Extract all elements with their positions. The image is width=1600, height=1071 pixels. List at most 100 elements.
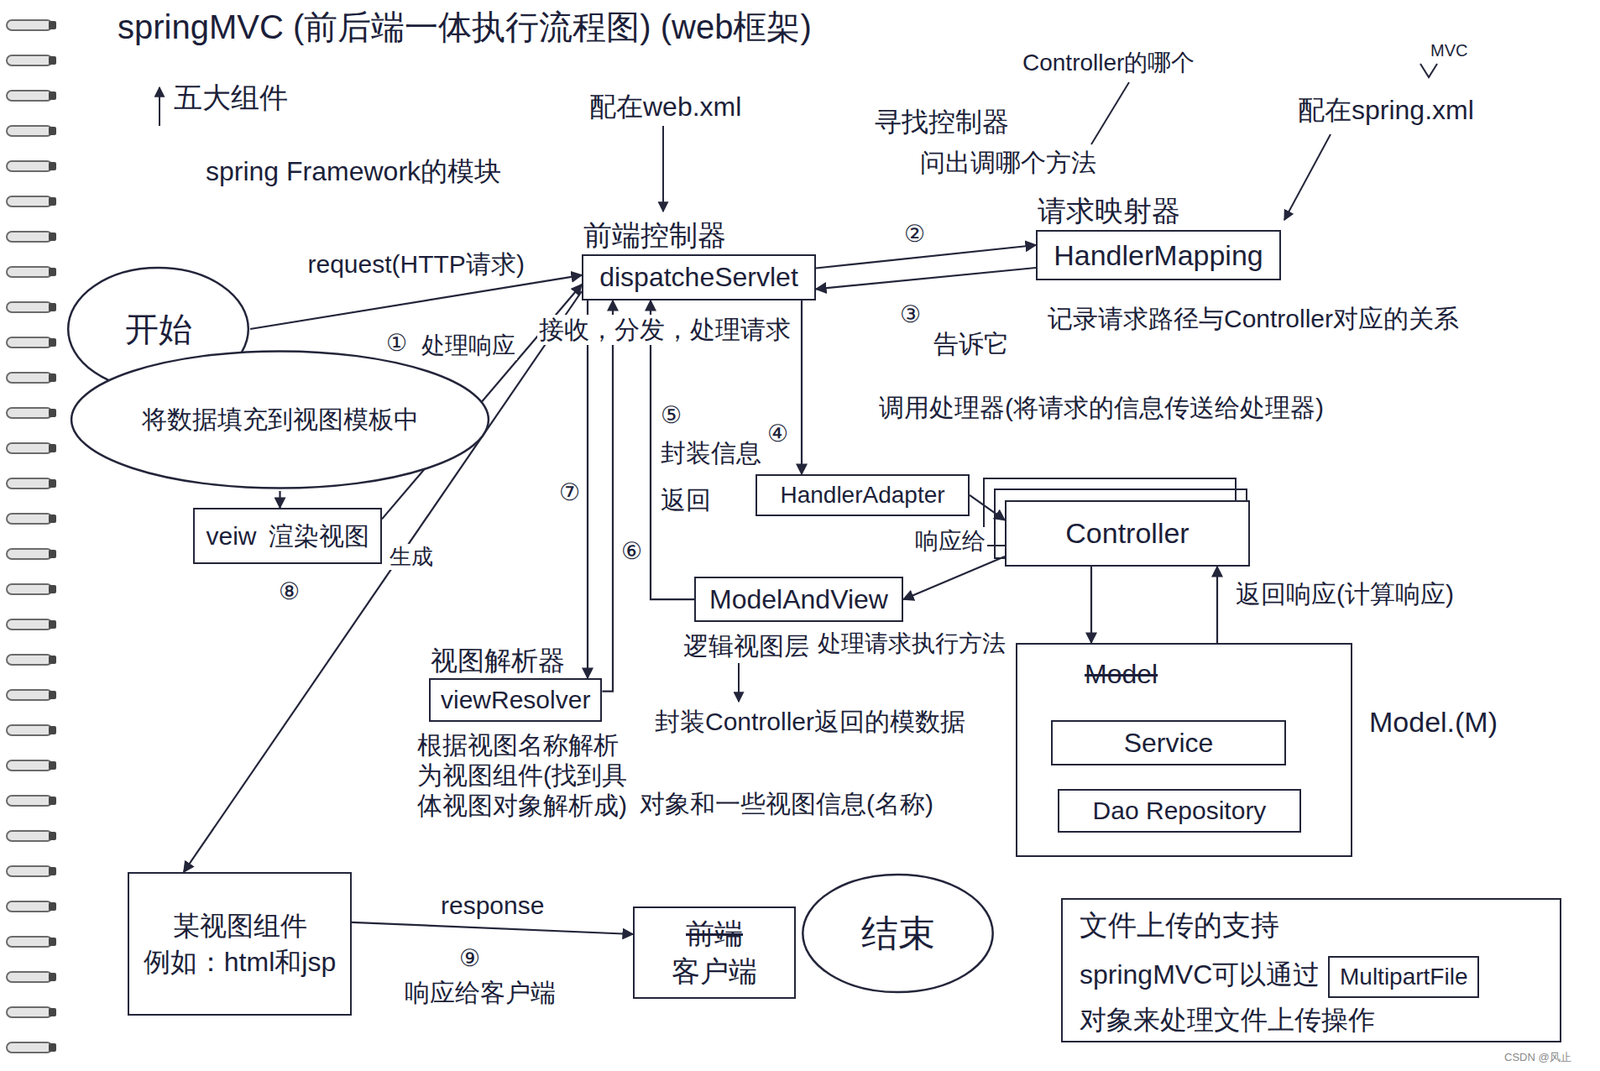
node-text: 例如：html和jsp <box>143 946 336 978</box>
node-heading: 视图解析器 <box>430 644 565 677</box>
note-label: 记录请求路径与Controller对应的关系 <box>1045 303 1461 335</box>
leader-line <box>1420 63 1438 78</box>
leader-arrow <box>737 663 740 702</box>
note-label: spring Framework的模块 <box>203 155 503 188</box>
node-text: Dao Repository <box>1092 795 1267 827</box>
fill-template-ellipse: 将数据填充到视图模板中 <box>67 348 493 492</box>
node-text: 客户端 <box>671 954 758 989</box>
node-text: 将数据填充到视图模板中 <box>141 404 419 435</box>
note-label: 封装Controller返回的模数据 <box>653 706 968 738</box>
node-text: MultipartFile <box>1339 962 1468 992</box>
flow-arrow <box>250 275 582 330</box>
note-label: 问出调哪个方法 <box>918 147 1099 178</box>
handler-mapping-box: 请求映射器HandlerMapping <box>1035 230 1282 281</box>
note-label: Model.(M) <box>1367 705 1500 740</box>
model-layer-box: ModelServiceDao Repository <box>1015 643 1353 858</box>
view-component-box: 某视图组件例如：html和jsp <box>127 872 352 1016</box>
note-label: 五大组件 <box>172 80 290 116</box>
node-text: HandlerMapping <box>1053 238 1264 273</box>
flow-arrow <box>800 300 803 475</box>
callout-number: ② <box>902 219 927 249</box>
note-label: 告诉它 <box>931 329 1011 360</box>
node-text: springMVC可以通过 <box>1079 958 1320 991</box>
note-label: 封装信息 <box>658 438 764 469</box>
flow-arrow <box>815 267 1036 289</box>
node-text: 文件上传的支持 <box>1079 908 1280 943</box>
node-text: 前端 <box>685 916 743 952</box>
note-label: 处理请求执行方法 <box>815 629 1008 659</box>
flow-arrow <box>969 495 1005 521</box>
controller-box: Controller <box>1004 500 1250 567</box>
node-heading: 请求映射器 <box>1037 193 1181 229</box>
edge-label: response <box>439 890 546 921</box>
file-upload-box: 文件上传的支持 springMVC可以通过对象来处理文件上传操作 Multipart… <box>1061 898 1562 1043</box>
callout-number: ⑤ <box>658 401 684 430</box>
ellipse-shape <box>802 874 993 993</box>
note-label: 调用处理器(将请求的信息传送给处理器) <box>877 392 1326 424</box>
client-box: 前端客户端 <box>632 906 796 999</box>
note-label: 生成 <box>387 543 435 570</box>
ellipse-shape <box>71 350 489 488</box>
callout-number: ⑨ <box>457 944 482 973</box>
flow-arrow <box>351 922 633 935</box>
view-resolver-box: 视图解析器viewResolver <box>428 678 602 722</box>
flow-arrow <box>1090 566 1093 644</box>
flow-arrow <box>601 300 613 692</box>
view-box: veiw 渲染视图 <box>193 507 382 565</box>
note-label: 寻找控制器 <box>873 105 1011 138</box>
callout-number: ① <box>384 329 409 358</box>
edge-label: request(HTTP请求) <box>306 249 527 280</box>
flow-arrow <box>903 556 1005 600</box>
note-label: 接收，分发，处理请求 <box>537 314 793 346</box>
leader-arrow <box>662 125 665 212</box>
flow-arrow <box>586 300 589 679</box>
node-text: ModelAndView <box>709 583 889 616</box>
callout-number: ③ <box>898 300 923 330</box>
repository-box: Dao Repository <box>1057 789 1302 833</box>
note-label: 配在spring.xml <box>1296 94 1476 126</box>
node-text: Controller <box>1065 516 1189 551</box>
multipartfile-box: MultipartFile <box>1328 956 1480 999</box>
note-label: 逻辑视图层 <box>681 631 811 662</box>
note-label: MVC <box>1428 40 1470 61</box>
handler-adapter-box: HandlerAdapter <box>755 474 970 517</box>
note-label: 配在web.xml <box>587 90 743 123</box>
service-box: Service <box>1050 720 1287 766</box>
node-text: 某视图组件 <box>172 909 308 942</box>
leader-line <box>1091 82 1130 145</box>
node-text: 开始 <box>125 308 193 350</box>
callout-number: ⑧ <box>277 577 302 607</box>
callout-number: ⑦ <box>557 478 582 508</box>
node-heading: 前端控制器 <box>583 218 727 253</box>
leader-arrow <box>158 87 161 126</box>
notebook-spiral <box>0 8 61 1063</box>
flow-arrow <box>278 491 281 508</box>
note-label: 返回 <box>658 485 713 516</box>
front-controller-box: 前端控制器dispatcheServlet <box>581 254 816 301</box>
node-text: 结束 <box>861 911 936 957</box>
flow-arrow <box>1216 566 1219 644</box>
note-label: 响应给客户端 <box>402 977 558 1009</box>
diagram-title: springMVC (前后端一体执行流程图) (web框架) <box>117 6 812 48</box>
note-label: 根据视图名称解析为视图组件(找到具体视图对象解析成) <box>415 730 629 821</box>
node-text: Model <box>1084 658 1158 691</box>
node-text: dispatcheServlet <box>599 261 799 293</box>
end-ellipse: 结束 <box>800 872 995 995</box>
callout-number: ⑥ <box>619 537 644 566</box>
node-text: 对象来处理文件上传操作 <box>1079 1003 1376 1036</box>
flow-arrow <box>815 245 1036 269</box>
note-label: 处理响应 <box>419 331 518 361</box>
note-label: 对象和一些视图信息(名称) <box>637 789 936 820</box>
note-label: 返回响应(计算响应) <box>1233 579 1456 610</box>
node-text: viewResolver <box>440 684 591 716</box>
node-text: veiw <box>205 521 257 552</box>
node-text: HandlerAdapter <box>779 481 945 510</box>
callout-number: ④ <box>765 419 790 449</box>
node-text: 渲染视图 <box>268 521 370 552</box>
node-text: Service <box>1124 726 1214 759</box>
leader-arrow <box>1284 134 1331 220</box>
note-label: CSDN @风止 <box>1502 1050 1574 1065</box>
note-label: Controller的哪个 <box>1020 48 1197 78</box>
note-label: 响应给 <box>913 527 988 556</box>
